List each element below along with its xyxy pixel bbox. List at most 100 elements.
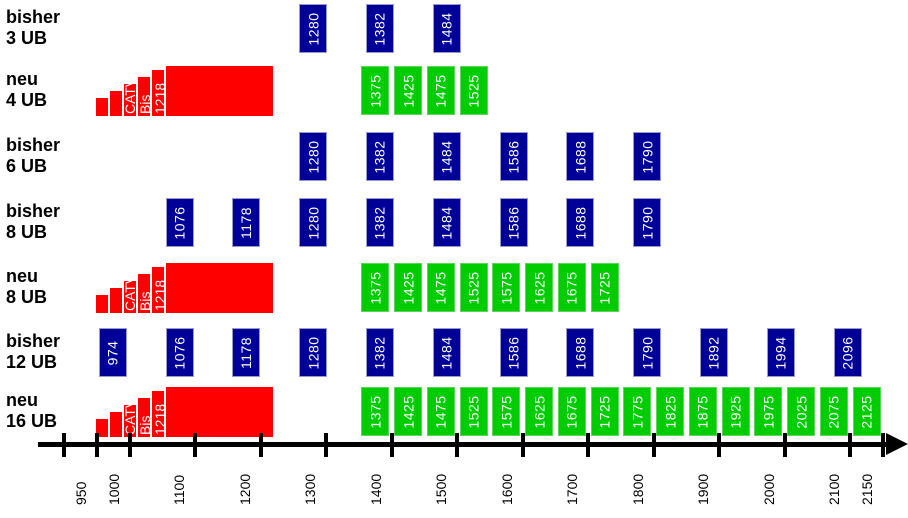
userband-frequency-label: 1425 bbox=[400, 394, 417, 429]
userband-frequency-label: 1790 bbox=[639, 205, 656, 240]
userband-box: 1790 bbox=[633, 328, 662, 377]
axis-tick-label: 1700 bbox=[564, 473, 581, 505]
userband-frequency-label: 1484 bbox=[438, 11, 455, 46]
catv-stair-bar bbox=[110, 91, 122, 116]
userband-frequency-label: 1725 bbox=[596, 394, 613, 429]
userband-box: 1425 bbox=[394, 387, 423, 436]
catv-stair-bar bbox=[152, 267, 164, 313]
axis-tick bbox=[455, 433, 460, 457]
userband-box: 1675 bbox=[557, 263, 586, 312]
userband-frequency-label: 1484 bbox=[438, 139, 455, 174]
catv-block-label-line: CATV bbox=[122, 77, 138, 114]
userband-frequency-label: 1525 bbox=[465, 394, 482, 429]
userband-box: 1382 bbox=[366, 328, 394, 377]
userband-box: 1484 bbox=[432, 198, 461, 247]
userband-box: 1280 bbox=[299, 132, 328, 181]
userband-frequency-label: 1688 bbox=[572, 205, 589, 240]
userband-frequency-label: 1688 bbox=[572, 335, 589, 370]
userband-box: 974 bbox=[98, 328, 127, 377]
userband-frequency-label: 1382 bbox=[372, 335, 388, 370]
catv-stair-bar bbox=[152, 391, 164, 437]
userband-frequency-label: 1725 bbox=[596, 270, 613, 305]
axis-tick bbox=[586, 433, 591, 457]
userband-box: 1975 bbox=[754, 387, 783, 436]
userband-frequency-label: 1625 bbox=[531, 394, 548, 429]
userband-frequency-label: 1525 bbox=[465, 73, 482, 108]
userband-frequency-label: 1625 bbox=[531, 270, 548, 305]
userband-box: 1790 bbox=[633, 132, 662, 181]
catv-block-label-line: Bis bbox=[137, 415, 153, 435]
userband-frequency-label: 1178 bbox=[238, 336, 255, 369]
axis-tick-label: 1500 bbox=[433, 473, 450, 505]
userband-frequency-label: 1280 bbox=[305, 139, 322, 174]
userband-box: 1525 bbox=[459, 66, 488, 115]
row-label-line: neu bbox=[6, 266, 39, 286]
userband-box: 1925 bbox=[721, 387, 750, 436]
userband-frequency-label: 1076 bbox=[171, 205, 188, 240]
userband-frequency-label: 1586 bbox=[505, 335, 522, 370]
row-label-line: 12 UB bbox=[6, 352, 58, 372]
catv-stair-bar bbox=[96, 419, 108, 437]
userband-box: 1484 bbox=[432, 4, 461, 53]
userband-box: 1586 bbox=[499, 132, 528, 181]
userband-box: 1280 bbox=[299, 4, 328, 53]
userband-box: 2025 bbox=[787, 387, 816, 436]
userband-frequency-label: 1280 bbox=[305, 205, 322, 240]
userband-frequency-label: 1875 bbox=[694, 394, 711, 429]
axis-tick bbox=[62, 433, 67, 457]
catv-block-label-line: 1218 bbox=[152, 82, 168, 114]
catv-stair-bar bbox=[110, 412, 122, 437]
userband-frequency-label: 1475 bbox=[432, 270, 449, 305]
axis-tick-label: 2000 bbox=[760, 473, 777, 505]
userband-box: 1625 bbox=[525, 263, 554, 312]
userband-frequency-label: 1575 bbox=[498, 394, 515, 429]
axis-tick bbox=[782, 433, 787, 457]
userband-frequency-label: 1790 bbox=[639, 335, 656, 370]
row-label-line: bisher bbox=[6, 201, 61, 221]
userband-frequency-label: 1178 bbox=[238, 206, 255, 239]
userband-frequency-label: 1382 bbox=[372, 11, 388, 46]
axis-tick bbox=[258, 433, 263, 457]
userband-box: 1375 bbox=[361, 387, 390, 436]
row-label-line: 8 UB bbox=[6, 287, 48, 307]
userband-box: 1994 bbox=[766, 328, 795, 377]
axis-tick-label: 1900 bbox=[695, 473, 712, 505]
userband-box: 1475 bbox=[426, 66, 455, 115]
userband-frequency-label: 1425 bbox=[400, 73, 417, 108]
userband-frequency-label: 1484 bbox=[438, 335, 455, 370]
userband-frequency-label: 1382 bbox=[372, 139, 388, 174]
userband-box: 1688 bbox=[566, 132, 595, 181]
userband-frequency-label: 1375 bbox=[367, 73, 384, 108]
userband-box: 1575 bbox=[492, 263, 521, 312]
userband-box: 1625 bbox=[525, 387, 554, 436]
userband-box: 1425 bbox=[394, 263, 423, 312]
catv-block-label-line: CATV bbox=[122, 398, 138, 435]
catv-stair-bar bbox=[96, 98, 108, 116]
userband-box: 1825 bbox=[656, 387, 685, 436]
userband-frequency-label: 1688 bbox=[572, 139, 589, 174]
userband-box: 1178 bbox=[232, 198, 261, 247]
userband-box: 1382 bbox=[366, 4, 394, 53]
userband-frequency-label: 2075 bbox=[825, 394, 842, 429]
userband-frequency-label: 2096 bbox=[839, 335, 856, 370]
userband-box: 1280 bbox=[299, 198, 328, 247]
catv-block-label-line: Bis bbox=[137, 94, 153, 114]
userband-box: 1892 bbox=[700, 328, 728, 377]
userband-box: 1375 bbox=[361, 66, 390, 115]
axis-tick bbox=[389, 433, 394, 457]
userband-frequency-label: 1382 bbox=[372, 205, 388, 240]
row-label-line: neu bbox=[6, 69, 39, 89]
catv-stair-bar bbox=[96, 295, 108, 313]
userband-box: 1525 bbox=[459, 263, 488, 312]
userband-box: 1382 bbox=[366, 132, 394, 181]
userband-frequency-label: 1825 bbox=[662, 394, 679, 429]
userband-box: 1484 bbox=[432, 132, 461, 181]
userband-frequency-label: 1575 bbox=[498, 270, 515, 305]
catv-stair-bar bbox=[124, 281, 136, 313]
userband-frequency-label: 1675 bbox=[563, 270, 580, 305]
